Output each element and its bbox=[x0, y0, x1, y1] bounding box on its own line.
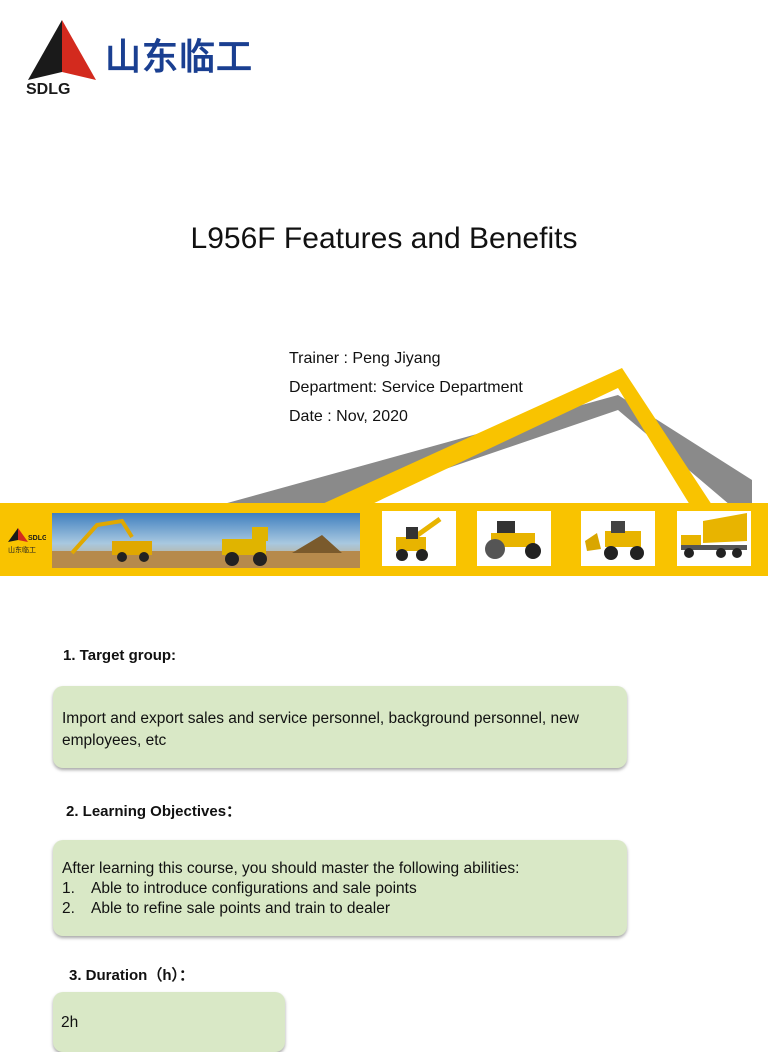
duration-text: 2h bbox=[61, 1014, 79, 1031]
duration-box: 2h bbox=[53, 992, 285, 1052]
dump-truck-image bbox=[677, 511, 751, 566]
decorative-roof-shapes bbox=[220, 368, 752, 505]
svg-text:SDLG: SDLG bbox=[26, 81, 70, 98]
list-item-number: 2. bbox=[62, 900, 75, 917]
objectives-intro: After learning this course, you should m… bbox=[62, 860, 520, 877]
road-roller-image bbox=[477, 511, 551, 566]
trainer-line: Trainer : Peng Jiyang bbox=[289, 350, 441, 367]
svg-text:SDLG: SDLG bbox=[28, 535, 46, 542]
sdlg-logo: SDLG bbox=[26, 20, 96, 98]
section-heading-duration: 3. Duration（h）： bbox=[69, 967, 195, 984]
target-group-box: Import and export sales and service pers… bbox=[53, 686, 627, 768]
list-item-number: 1. bbox=[62, 880, 75, 897]
list-item: 1. Able to introduce configurations and … bbox=[62, 879, 618, 899]
strip-logo-cn: 山东临工 bbox=[8, 546, 36, 554]
department-line: Department: Service Department bbox=[289, 379, 523, 396]
wheel-loader-image bbox=[581, 511, 655, 566]
construction-site-image bbox=[52, 513, 360, 568]
section-heading-target-group: 1. Target group: bbox=[63, 647, 177, 664]
strip-logo-icon: SDLG bbox=[8, 528, 46, 542]
list-item-text: Able to refine sale points and train to … bbox=[91, 900, 390, 917]
target-group-text: Import and export sales and service pers… bbox=[62, 710, 579, 749]
learning-objectives-box: After learning this course, you should m… bbox=[53, 840, 627, 936]
page-title: L956F Features and Benefits bbox=[190, 222, 578, 255]
telescopic-handler-image bbox=[382, 511, 456, 566]
brand-chinese-name: 山东临工 bbox=[105, 37, 254, 78]
section-heading-learning-objectives: 2. Learning Objectives： bbox=[66, 803, 242, 820]
date-line: Date : Nov, 2020 bbox=[289, 408, 408, 425]
list-item-text: Able to introduce configurations and sal… bbox=[91, 880, 417, 897]
list-item: 2. Able to refine sale points and train … bbox=[62, 899, 618, 919]
